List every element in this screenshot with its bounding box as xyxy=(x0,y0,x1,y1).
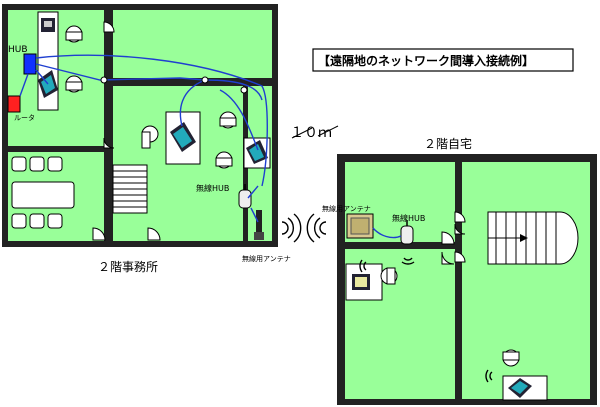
office-caption: ２階事務所 xyxy=(98,259,158,274)
office-laptop-right-icon xyxy=(246,140,268,164)
office-doors xyxy=(92,21,161,241)
office-cable-junctions xyxy=(100,76,248,94)
office-monitor-icon xyxy=(41,18,55,32)
office-antenna-icon xyxy=(254,210,264,240)
office-antenna-label: 無線用アンテナ xyxy=(242,254,291,263)
office-sofa-set xyxy=(11,156,75,229)
office-wireless-hub-label: 無線HUB xyxy=(196,183,229,193)
office-room-top-right xyxy=(113,10,272,78)
home-laptop-icon xyxy=(508,378,532,398)
distance-label: １０ｍ xyxy=(290,125,332,141)
home-wireless-hub-icon xyxy=(400,220,414,245)
office-hub-icon xyxy=(23,53,37,75)
home-signal-icons xyxy=(359,257,493,383)
title-box xyxy=(312,48,574,72)
office-wireless-hub-icon xyxy=(238,184,252,209)
wireless-signal-icon xyxy=(281,213,327,243)
home-antenna-label: 無線用アンテナ xyxy=(322,204,371,213)
office-hub-label: HUB xyxy=(8,45,28,55)
office-router-icon xyxy=(7,95,21,113)
home-wireless-hub-label: 無線HUB xyxy=(392,213,425,223)
home-room-top-right xyxy=(462,162,590,206)
home-doors xyxy=(441,211,466,265)
office-laptop-center-icon xyxy=(170,122,196,152)
office-router-label: ルータ xyxy=(14,113,35,122)
home-caption: ２階自宅 xyxy=(424,136,472,151)
home-monitor-icon xyxy=(352,274,370,290)
office-cables xyxy=(19,54,268,223)
title: 【遠隔地のネットワーク間導入接続例】 xyxy=(318,53,534,68)
home-staircase xyxy=(487,211,579,265)
home-cable xyxy=(372,227,402,239)
office-floorplan: HUB ルータ 無線HUB 無線用アンテナ xyxy=(2,4,291,263)
home-floorplan: 無線用アンテナ 無線HUB xyxy=(322,154,597,405)
distance-marker xyxy=(291,125,339,139)
home-antenna-icon xyxy=(346,213,374,239)
office-staircase xyxy=(112,164,148,214)
